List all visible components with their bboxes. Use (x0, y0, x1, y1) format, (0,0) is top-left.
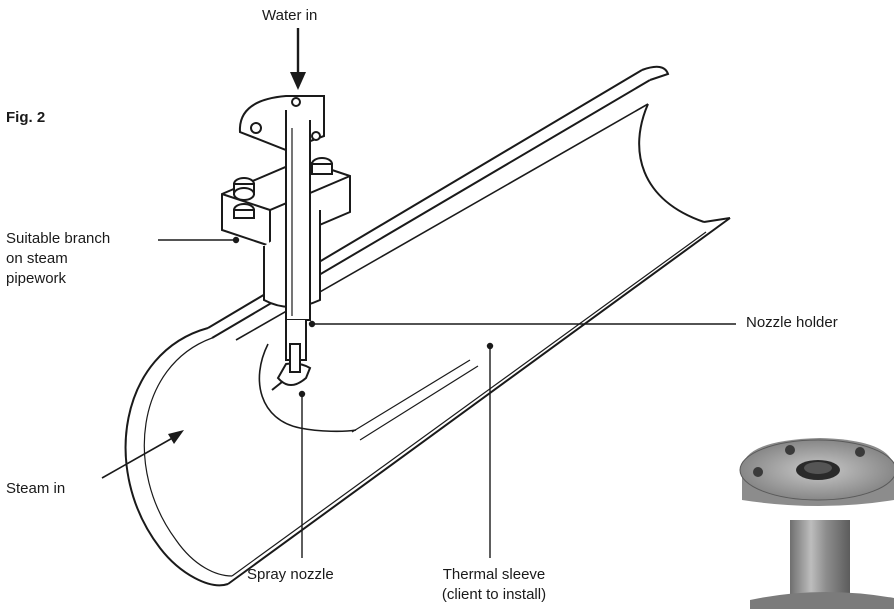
water-in-label: Water in (262, 7, 318, 24)
thermal-sleeve-pipe (124, 65, 731, 587)
water-in-arrow (290, 28, 306, 90)
suitable-branch-line-3: pipework (6, 270, 67, 287)
nozzle-holder-photo (739, 438, 894, 609)
steam-in-arrow (101, 430, 184, 479)
branch-assembly (221, 95, 351, 391)
suitable-branch-line-2: on steam (6, 250, 68, 267)
bolt-icon (311, 157, 333, 175)
nozzle-holder-label: Nozzle holder (746, 314, 838, 331)
bolt-icon (233, 177, 255, 201)
suitable-branch-line-1: Suitable branch (6, 230, 111, 247)
leader-lines (158, 236, 736, 558)
thermal-sleeve-line-1: Thermal sleeve (442, 566, 546, 583)
figure-label: Fig. 2 (6, 109, 46, 126)
steam-in-label: Steam in (6, 480, 66, 497)
thermal-sleeve-label: Thermal sleeve (client to install) (420, 565, 568, 605)
bolt-icon (233, 203, 255, 219)
spray-nozzle-label: Spray nozzle (247, 566, 334, 583)
thermal-sleeve-line-2: (client to install) (441, 586, 547, 603)
suitable-branch-label: Suitable branch on steam pipework (6, 229, 110, 289)
